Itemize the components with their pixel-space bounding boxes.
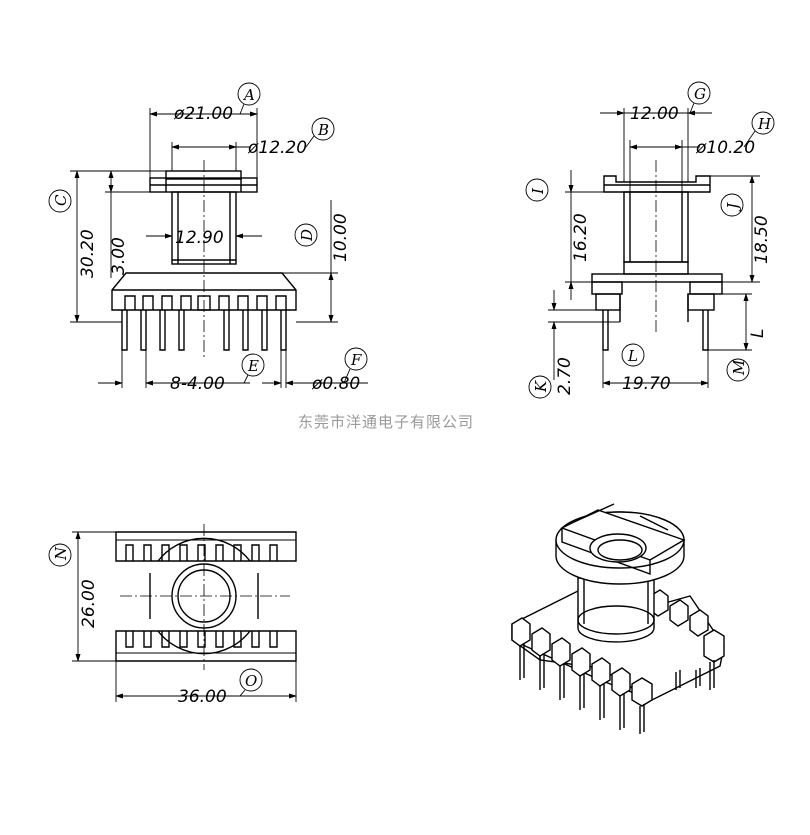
callout-K: K [528,375,552,399]
front-pins [121,310,287,351]
dim-h2600: 26.00 [72,531,116,662]
dim-d21-text: ø21.00 [173,104,233,124]
dim-pitch: 8-4.00 [98,350,250,394]
callout-L: L [621,343,645,367]
dim-h1850: 18.50 [710,175,772,283]
svg-text:G: G [694,85,706,103]
svg-text:B: B [317,121,329,139]
svg-text:K: K [532,380,550,393]
dim-d1220-text: ø12.20 [247,138,307,158]
callout-M: M [726,358,750,382]
top-upper-comb [115,531,297,562]
dim-h1000-text: 10.00 [331,213,351,262]
dim-w1970-text: 19.70 [622,374,671,394]
dim-h1620: 16.20 [565,170,604,300]
dim-h300-text: 3.00 [109,237,129,275]
callout-E: E [241,353,265,384]
callout-D: D [294,223,318,247]
dim-d21: ø21.00 [149,104,258,178]
dim-d1220: ø12.20 [171,138,307,171]
dim-w3600-text: 36.00 [178,687,227,707]
callout-C: C [48,189,72,213]
callout-I: I [525,178,549,202]
svg-text:O: O [245,672,257,690]
isometric-view [511,503,725,734]
iso-core [577,577,655,643]
dim-w1200-text: 12.00 [630,104,679,124]
iso-top-flange [555,503,686,585]
dim-h270-text: 2.70 [555,357,575,395]
dim-pin: ø0.80 [262,350,368,394]
dim-L: L [708,293,768,351]
dim-h270: 2.70 [548,290,620,395]
front-top-flange [149,170,258,193]
callout-F: F [343,347,368,384]
top-view: 26.00 36.00 N O [48,524,297,707]
dim-h3020-text: 30.20 [78,229,98,278]
dim-h1620-text: 16.20 [571,213,591,262]
svg-text:L: L [627,347,638,365]
svg-text:A: A [242,86,255,104]
iso-front-pins [519,644,645,734]
dim-h3020: 30.20 [70,170,166,323]
iso-front-teeth [511,617,653,707]
dim-d1020-text: ø10.20 [695,138,755,158]
callout-A: A [237,82,261,115]
dim-w1970: 19.70 [602,350,709,394]
dim-w1290-text: 12.90 [175,228,224,248]
callout-J: J [720,193,744,217]
callout-H: H [743,111,775,148]
svg-text:E: E [247,357,259,375]
svg-text:C: C [52,194,70,206]
svg-text:D: D [298,229,316,242]
dim-h1000: 10.00 [282,200,351,323]
svg-text:I: I [529,187,547,195]
top-lower-comb [115,630,297,662]
dim-w1290: 12.90 [146,228,262,248]
dim-pin-text: ø0.80 [311,374,360,394]
svg-text:F: F [350,351,362,369]
side-pins [602,310,709,351]
svg-text:J: J [724,202,742,212]
dim-h2600-text: 26.00 [79,579,99,628]
callout-N: N [48,543,72,567]
svg-text:N: N [52,546,70,561]
dim-w3600: 36.00 [115,661,297,707]
dim-L-text: L [748,329,768,338]
svg-text:M: M [730,359,748,376]
dim-h1850-text: 18.50 [752,215,772,264]
callout-B: B [305,117,335,148]
dim-h300: 3.00 [105,170,150,278]
dim-pitch-text: 8-4.00 [170,374,225,394]
side-base [591,273,723,322]
svg-text:H: H [757,115,772,133]
side-view: 12.00 ø10.20 16.20 18.50 [525,81,775,399]
company-watermark: 东莞市洋通电子有限公司 [298,413,474,431]
callout-O: O [239,668,263,697]
callout-G: G [687,81,711,114]
front-view: ø21.00 ø12.20 30.20 3.00 12.90 [48,82,368,394]
dim-w1200: 12.00 [600,104,712,182]
side-top-flange [603,175,711,193]
iso-back-pins [675,660,715,690]
dim-d1020: ø10.20 [629,138,755,192]
